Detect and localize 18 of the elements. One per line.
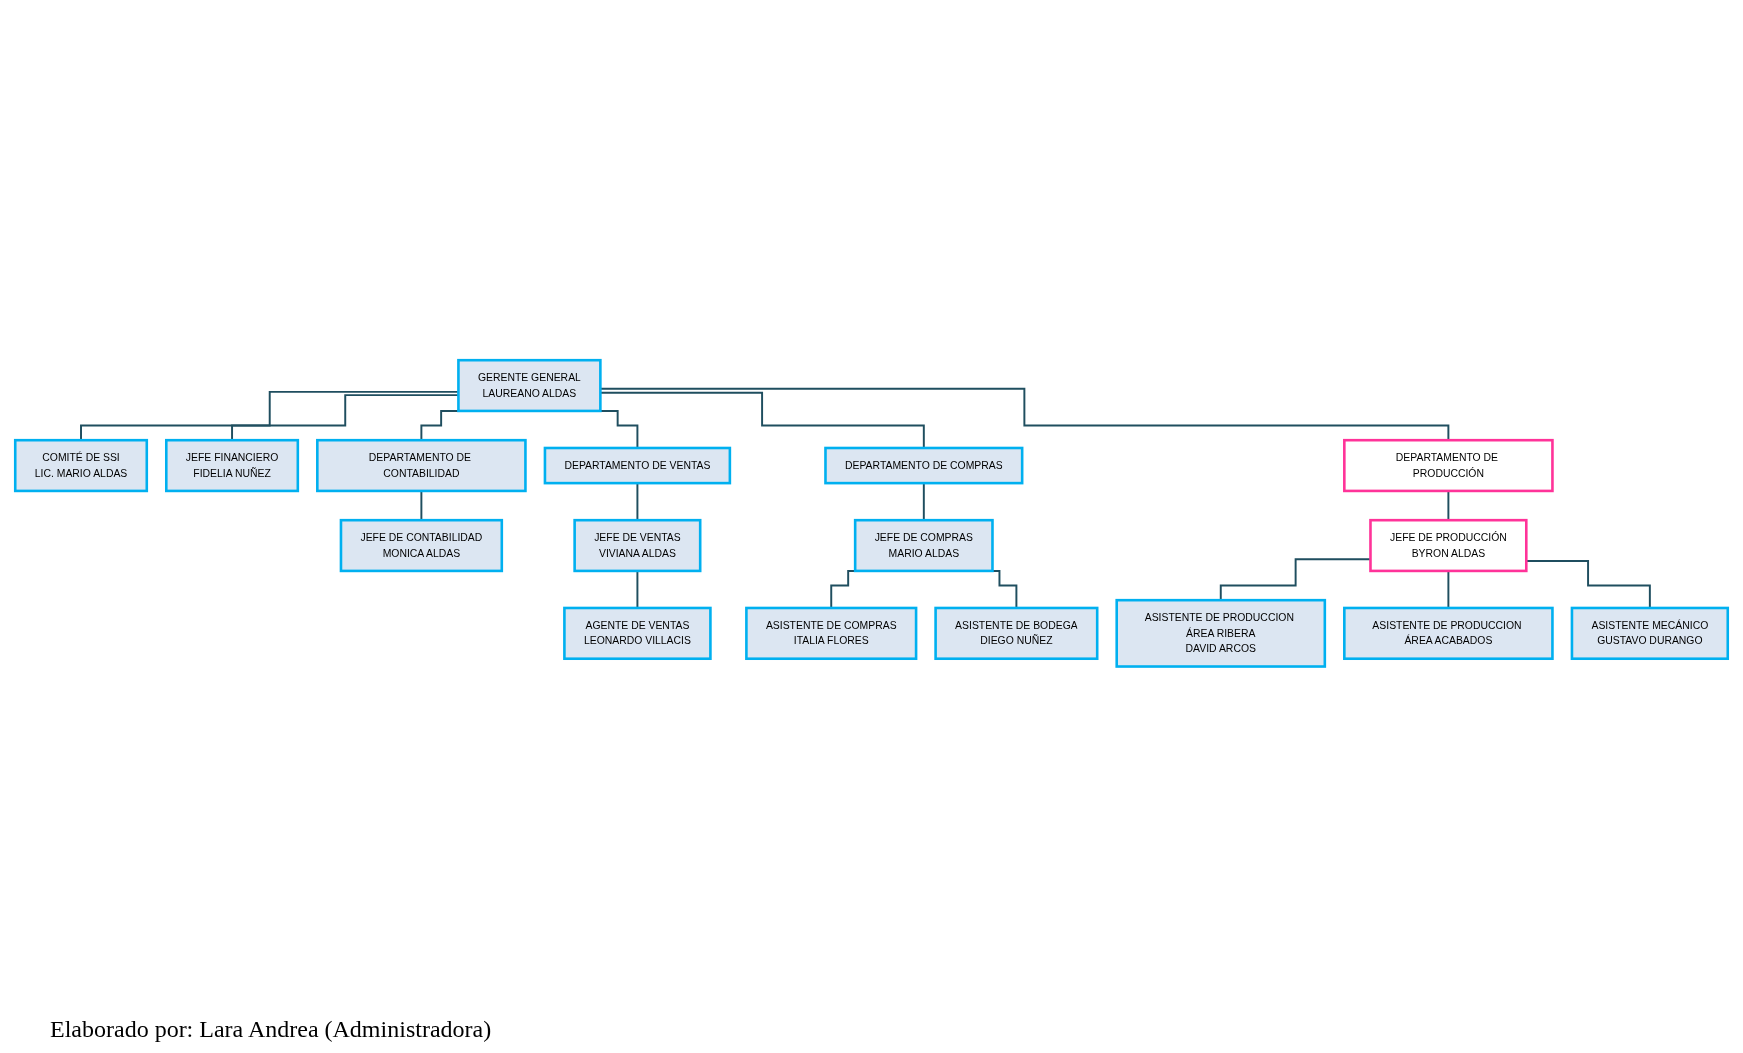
- caption: Elaborado por: Lara Andrea (Administradora): [50, 1016, 492, 1043]
- node-box: ASISTENTE DE COMPRAS ITALIA FLORES: [745, 606, 918, 660]
- node-box: ASISTENTE DE BODEGA DIEGO NUÑEZ: [934, 606, 1099, 660]
- node-box: GERENTE GENERAL LAUREANO ALDAS: [457, 358, 602, 412]
- node-box: JEFE DE PRODUCCIÓN BYRON ALDAS: [1369, 518, 1528, 572]
- node-box: ASISTENTE DE PRODUCCION ÁREA ACABADOS: [1343, 606, 1554, 660]
- node-box: DEPARTAMENTO DE CONTABILIDAD: [316, 438, 527, 492]
- node-box: ASISTENTE MECÁNICO GUSTAVO DURANGO: [1570, 606, 1730, 660]
- node-box: JEFE FINANCIERO FIDELIA NUÑEZ: [165, 438, 300, 492]
- node-box: JEFE DE VENTAS VIVIANA ALDAS: [573, 518, 702, 572]
- node-box: JEFE DE COMPRAS MARIO ALDAS: [853, 518, 994, 572]
- node-box: ASISTENTE DE PRODUCCION ÁREA RIBERA DAVID ARCOS: [1115, 598, 1327, 668]
- node-box: DEPARTAMENTO DE VENTAS: [543, 446, 732, 485]
- node-box: DEPARTAMENTO DE PRODUCCIÓN: [1343, 438, 1554, 492]
- node-box: DEPARTAMENTO DE COMPRAS: [824, 446, 1024, 485]
- node-box: COMITÉ DE SSI LIC. MARIO ALDAS: [13, 438, 149, 492]
- node-box: JEFE DE CONTABILIDAD MONICA ALDAS: [339, 518, 504, 572]
- node-box: AGENTE DE VENTAS LEONARDO VILLACIS: [563, 606, 712, 660]
